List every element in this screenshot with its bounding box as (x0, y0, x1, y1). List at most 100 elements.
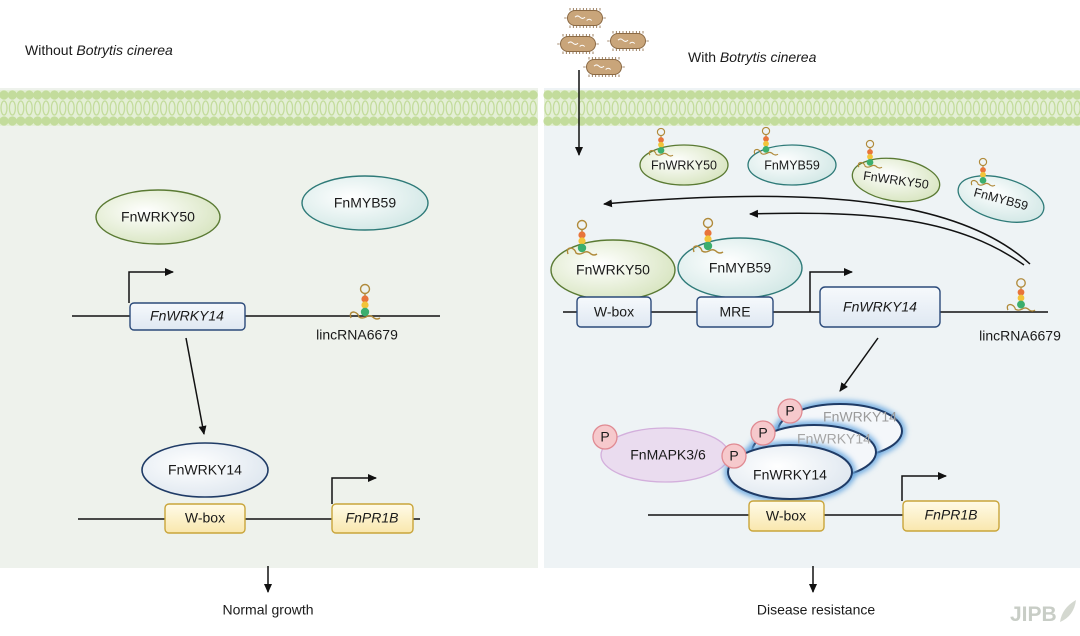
fnwrky14-protein-label: FnWRKY14 (753, 467, 827, 483)
lipid-head (871, 116, 881, 126)
lipid-tail (67, 100, 75, 116)
expression-arrow-icon (185, 337, 207, 435)
lipid-head (243, 90, 253, 100)
lipid-head (133, 116, 143, 126)
lipid-head (929, 90, 940, 100)
lipid-tail (336, 100, 344, 116)
lipid-tail (586, 100, 594, 116)
lipid-head (503, 116, 513, 126)
phospho-p-icon: P (592, 424, 618, 450)
lipid-tail (109, 100, 117, 116)
lipid-head (108, 116, 118, 126)
lipid-head (234, 116, 244, 126)
lipid-head (736, 116, 746, 126)
lipid-head (938, 116, 948, 126)
left-membrane (0, 90, 538, 126)
lipid-head (753, 116, 763, 126)
lipid-head (377, 116, 387, 126)
lipid-tail (159, 100, 168, 116)
lipid-head (385, 90, 395, 100)
lipid-head (58, 90, 68, 100)
lipid-head (988, 90, 998, 100)
lipid-tail (1006, 100, 1014, 116)
lipid-head (551, 90, 562, 100)
lipid-tail (243, 100, 252, 116)
lipid-head (411, 90, 421, 100)
lipid-tail (134, 100, 143, 116)
lipid-tail (101, 100, 109, 116)
lipid-head (795, 116, 805, 126)
lipid-tail (947, 100, 955, 116)
lipid-head (661, 90, 671, 100)
fnwrky14-gene-box (819, 286, 941, 328)
left-panel: Without Botrytis cinerea FnWRKY50 FnMYB5… (0, 42, 538, 618)
fnwrky14-gene-box (129, 302, 246, 331)
lipid-head (276, 116, 286, 126)
svg-text:P: P (729, 448, 738, 464)
lipid-tail (636, 100, 645, 116)
fnwrky50-label: FnWRKY50 (121, 209, 195, 225)
lipid-head (495, 116, 505, 126)
promoter-arrow-icon (901, 472, 947, 501)
lipid-head (1030, 90, 1040, 100)
lipid-head (343, 116, 353, 126)
lipid-tail (930, 100, 939, 116)
lipid-head (520, 116, 530, 126)
mre-element (696, 296, 774, 328)
lipid-tail (403, 100, 411, 116)
lipid-head (24, 116, 34, 126)
lipid-head (24, 90, 34, 100)
lipid-head (1039, 116, 1049, 126)
lipid-head (778, 90, 788, 100)
lipid-tail (628, 100, 636, 116)
lipid-head (310, 116, 320, 126)
lipid-head (503, 90, 513, 100)
lipid-head (486, 90, 496, 100)
lipid-tail (661, 100, 670, 116)
fnwrky14-gene-label: FnWRKY14 (843, 299, 917, 315)
lipid-head (619, 90, 629, 100)
lipid-head (971, 116, 982, 126)
svg-text:JIPB: JIPB (1010, 603, 1057, 626)
lipid-head (602, 90, 612, 100)
right-panel: With Botrytis cinerea FnWRKY50 FnMYB59 F… (543, 7, 1080, 618)
fnwrky14-front-protein (727, 444, 853, 500)
wbox-element (576, 296, 652, 328)
lipid-tail (821, 100, 829, 116)
lipid-head (444, 116, 454, 126)
lipid-head (820, 116, 830, 126)
lipid-head (150, 90, 160, 100)
lipid-tail (619, 100, 628, 116)
lipid-head (694, 90, 704, 100)
lipid-head (276, 90, 286, 100)
lipid-head (711, 90, 721, 100)
lipid-head (192, 116, 202, 126)
lipid-head (478, 90, 488, 100)
lipid-tail (712, 100, 720, 116)
lipid-tail (319, 100, 327, 116)
lipid-head (652, 90, 662, 100)
lipid-head (49, 116, 60, 126)
lipid-head (686, 116, 696, 126)
lipid-head (175, 90, 185, 100)
lipid-head (453, 116, 463, 126)
lipid-head (184, 116, 194, 126)
fnpr1b-label: FnPR1B (346, 510, 399, 526)
lipid-tail (420, 100, 428, 116)
lipid-tail (218, 100, 227, 116)
lipid-tail (210, 100, 218, 116)
fnmyb59-protein (301, 175, 429, 231)
lipid-head (360, 116, 370, 126)
lipid-tail (50, 100, 59, 116)
lipid-head (478, 116, 488, 126)
lipid-head (58, 116, 68, 126)
lipid-tail (495, 100, 504, 116)
lipid-tail (126, 100, 134, 116)
lipid-tail (737, 100, 745, 116)
lipid-head (610, 90, 620, 100)
recruit-arrow-icon (603, 195, 1031, 265)
lipid-tail (285, 100, 294, 116)
phospho-p-icon: P (777, 398, 803, 424)
lipid-head (117, 116, 127, 126)
lipid-head (217, 90, 227, 100)
